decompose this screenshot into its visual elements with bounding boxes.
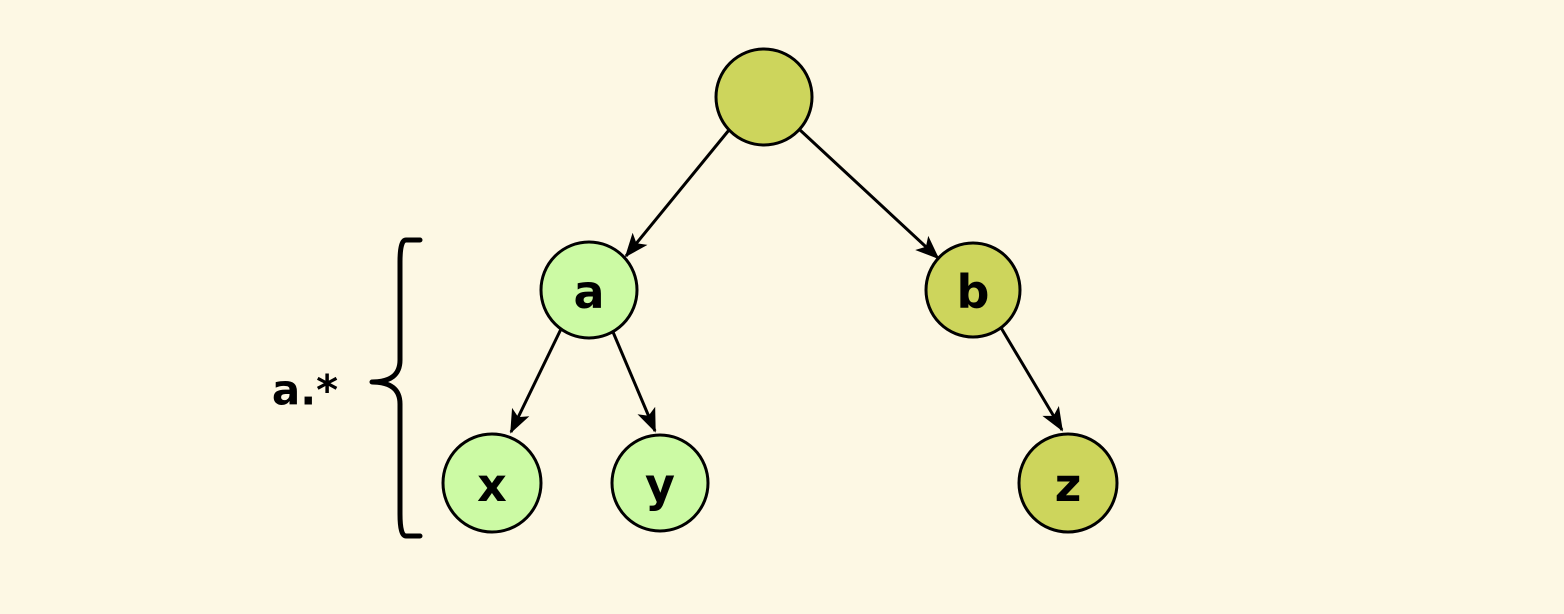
edge-b-z [998, 325, 1064, 432]
node-b-label: b [957, 265, 990, 319]
node-a-circle[interactable] [539, 240, 639, 340]
edge-root-a [624, 129, 731, 258]
node-b-circle[interactable] [924, 241, 1022, 339]
node-y-label: y [645, 458, 675, 512]
edge-root-b [798, 128, 940, 260]
node-x-label: x [477, 458, 507, 512]
subtree-brace-group: a.* [272, 237, 423, 539]
node-x[interactable]: x [441, 432, 543, 534]
edge-a-y [611, 331, 657, 433]
node-y[interactable]: y [610, 433, 710, 533]
node-a[interactable]: a [539, 240, 639, 340]
node-root[interactable] [714, 47, 814, 147]
edges-layer [509, 128, 1064, 434]
node-b[interactable]: b [924, 241, 1022, 339]
edge-a-x [509, 328, 563, 434]
node-z-label: z [1055, 458, 1082, 512]
node-a-label: a [573, 265, 604, 319]
node-root-circle[interactable] [714, 47, 814, 147]
curly-brace-icon [369, 237, 423, 539]
node-z[interactable]: z [1017, 432, 1119, 534]
node-y-circle[interactable] [610, 433, 710, 533]
nodes-layer: a b x y z [441, 47, 1119, 534]
node-x-circle[interactable] [441, 432, 543, 534]
subtree-group-label: a.* [272, 366, 338, 415]
node-z-circle[interactable] [1017, 432, 1119, 534]
